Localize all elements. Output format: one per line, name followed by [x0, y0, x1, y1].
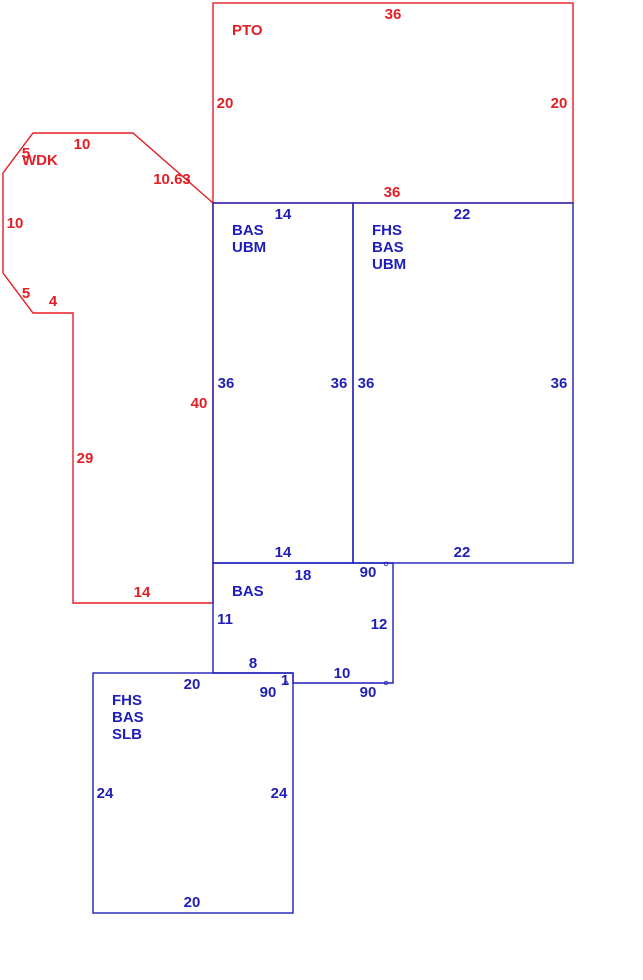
area-fhs-bas-ubm-code-2: BAS: [372, 239, 404, 256]
pto-dim-left: 20: [217, 95, 234, 112]
pto-outline: [212, 2, 574, 204]
area-fhs-bas-slb-code-3: SLB: [112, 726, 142, 743]
area-fhs-bas-slb-dim-bottom: 20: [184, 894, 201, 911]
angle-marker-tr: [383, 561, 389, 567]
area-fhs-bas-slb-code-1: FHS: [112, 692, 142, 709]
area-bas-small-dim-right: 12: [371, 616, 388, 633]
wdk-dim-top: 10: [74, 136, 91, 153]
area-bas-ubm-dim-left: 36: [218, 375, 235, 392]
area-bas-small-angle-br: 90: [360, 684, 377, 701]
area-bas-small-dim-left: 11: [217, 611, 233, 628]
pto-dim-right: 20: [551, 95, 568, 112]
area-bas-ubm-code-2: UBM: [232, 239, 266, 256]
area-fhs-bas-ubm-code-3: UBM: [372, 256, 406, 273]
wdk-dim-diag-low: 5: [22, 285, 30, 302]
area-bas-small-dim-one: 1: [281, 672, 289, 689]
area-bas-small-dim-top: 18: [295, 567, 312, 584]
area-fhs-bas-slb-dim-left: 24: [97, 785, 114, 802]
area-fhs-bas-ubm-dim-bottom: 22: [454, 544, 471, 561]
area-bas-small-code-1: BAS: [232, 583, 264, 600]
wdk-dim-stem-bottom: 14: [134, 584, 151, 601]
pto-label: PTO: [232, 22, 263, 39]
area-fhs-bas-slb-dim-right: 24: [271, 785, 288, 802]
area-fhs-bas-slb: FHS BAS SLB 20 24 24 20: [92, 672, 294, 914]
wdk-dim-left: 10: [7, 215, 24, 232]
wdk-outline: [2, 132, 214, 604]
area-fhs-bas-ubm-outline: [352, 202, 574, 564]
area-fhs-bas-ubm-dim-right: 36: [551, 375, 568, 392]
wdk-dim-diag-small: 5: [22, 145, 30, 162]
area-bas-ubm-dim-bottom: 14: [275, 544, 292, 561]
area-bas-small-dim-bottom-right: 10: [334, 665, 351, 682]
area-fhs-bas-ubm: FHS BAS UBM 22 36 36 22: [352, 202, 574, 564]
angle-marker-bl: [283, 680, 289, 686]
angle-marker-br: [383, 680, 389, 686]
area-bas-small-dim-bottom-left: 8: [249, 655, 257, 672]
area-fhs-bas-ubm-code-1: FHS: [372, 222, 402, 239]
area-fhs-bas-slb-code-2: BAS: [112, 709, 144, 726]
wdk-dim-long: 40: [191, 395, 208, 412]
wdk-dim-diag: 10.63: [153, 171, 191, 188]
area-fhs-bas-ubm-dim-left: 36: [358, 375, 375, 392]
area-bas-ubm-dim-top: 14: [275, 206, 292, 223]
wdk-dim-stem: 29: [77, 450, 94, 467]
area-fhs-bas-ubm-dim-top: 22: [454, 206, 471, 223]
wdk-label: WDK: [22, 152, 58, 169]
area-bas-small: BAS 18 90 11 12 8 1 10 90 90: [212, 561, 394, 701]
area-bas-small-angle-tr: 90: [360, 564, 377, 581]
pto-area: PTO 36 20 20 36: [212, 2, 574, 204]
pto-dim-top: 36: [385, 6, 402, 23]
area-fhs-bas-slb-outline: [92, 672, 294, 914]
wdk-dim-step: 4: [49, 293, 58, 310]
wdk-area: WDK 5 10 10.63 10 5 4 29 14 40: [2, 132, 214, 604]
area-bas-ubm-code-1: BAS: [232, 222, 264, 239]
area-bas-small-angle-bl: 90: [260, 684, 277, 701]
area-fhs-bas-slb-dim-top: 20: [184, 676, 201, 693]
area-bas-ubm-dim-right: 36: [331, 375, 348, 392]
area-bas-ubm: BAS UBM 14 36 36 14: [212, 202, 354, 564]
pto-dim-bottom: 36: [384, 184, 401, 201]
